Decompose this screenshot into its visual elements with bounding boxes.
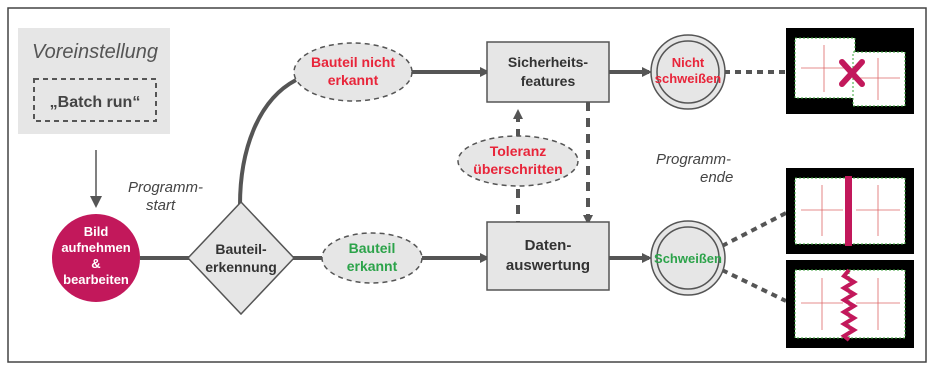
program-start-line-2: start [146, 197, 176, 214]
weld-seam-zigzag [840, 268, 858, 342]
recognized-line-1: Bauteil [349, 240, 396, 256]
start-node-line-2: aufnehmen [61, 240, 130, 255]
recognition-line-2: erkennung [205, 259, 277, 275]
batch-run-label: „Batch run“ [50, 94, 141, 111]
weld-node: Schweißen [650, 220, 726, 296]
cross-mark-icon [839, 59, 865, 87]
evaluation-line-1: Daten- [525, 237, 572, 254]
preset-panel: Voreinstellung „Batch run“ [18, 28, 170, 134]
no-weld-line-1: Nicht [672, 55, 705, 70]
start-node-line-3: & [91, 256, 100, 271]
connector-recognition-to-not-recognized [238, 78, 297, 206]
recognition-diamond: Bauteil- erkennung [186, 200, 296, 316]
start-node-line-4: bearbeiten [63, 272, 129, 287]
evaluation-line-2: auswertung [506, 257, 590, 274]
safety-line-1: Sicherheits- [508, 54, 588, 70]
batch-run-box [33, 78, 157, 122]
thumbnail-weld-zigzag [786, 260, 914, 348]
weld-seam-straight [845, 176, 852, 246]
preset-title: Voreinstellung [32, 41, 158, 63]
no-weld-line-2: schweißen [655, 71, 722, 86]
thumbnail-weld-straight [786, 168, 914, 254]
tolerance-line-1: Toleranz [490, 143, 547, 159]
dotted-weld-to-thumb-bottom [721, 268, 787, 303]
safety-features-box: Sicherheits- features [486, 41, 610, 103]
recognized-line-2: erkannt [347, 258, 398, 274]
no-weld-node: Nicht schweißen [650, 34, 726, 110]
program-end-line-2: ende [700, 169, 733, 186]
not-recognized-line-2: erkannt [328, 72, 379, 88]
safety-line-2: features [521, 73, 576, 89]
start-node: Bild aufnehmen & bearbeiten [52, 214, 140, 302]
tolerance-ellipse: Toleranz überschritten [457, 135, 579, 187]
weld-line-1: Schweißen [654, 251, 722, 266]
outer-frame [7, 7, 927, 363]
program-end-line-1: Programm- [656, 151, 731, 168]
data-evaluation-box: Daten- auswertung [486, 221, 610, 291]
recognized-ellipse: Bauteil erkannt [321, 232, 423, 284]
not-recognized-ellipse: Bauteil nicht erkannt [293, 42, 413, 102]
start-node-line-1: Bild [84, 224, 109, 239]
dotted-weld-to-thumb-top [721, 211, 787, 248]
recognition-line-1: Bauteil- [215, 241, 267, 257]
thumbnail-no-weld [786, 28, 914, 114]
program-start-line-1: Programm- [128, 179, 203, 196]
not-recognized-line-1: Bauteil nicht [311, 54, 395, 70]
tolerance-line-2: überschritten [473, 161, 562, 177]
